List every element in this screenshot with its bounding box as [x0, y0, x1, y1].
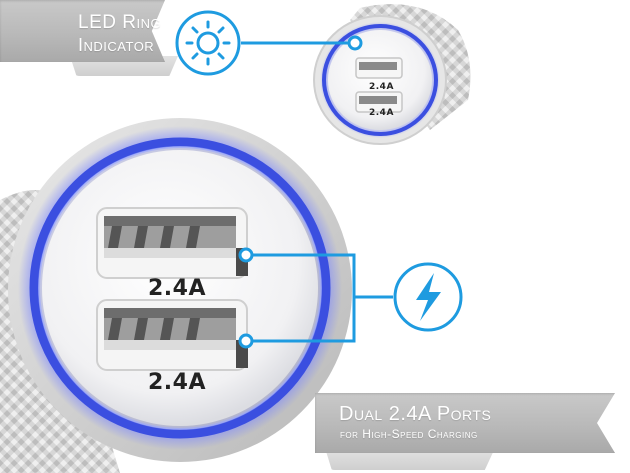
- small-led-ring: [322, 24, 438, 136]
- large-led-ring: [29, 137, 331, 439]
- small-charger: [313, 4, 471, 145]
- ports-ribbon-subtitle: for High-Speed Charging: [340, 427, 478, 441]
- small-port-2-rating: 2.4A: [369, 108, 394, 118]
- large-usb-port-2: [96, 299, 248, 371]
- sun-icon: [175, 10, 241, 76]
- callout-lines: [238, 35, 393, 349]
- ribbon-fold: [325, 448, 495, 470]
- ribbon-body: [0, 0, 165, 62]
- led-ring-ribbon: LED Ring Indicator: [0, 0, 180, 80]
- large-charger: [0, 118, 352, 473]
- led-ribbon-title: LED Ring: [78, 12, 162, 33]
- large-usb-port-1: [96, 207, 248, 279]
- dual-ports-ribbon: Dual 2.4A Ports for High-Speed Charging: [315, 393, 630, 473]
- ribbon-body: [315, 393, 615, 453]
- ports-ribbon-title: Dual 2.4A Ports: [339, 403, 492, 425]
- led-ribbon-subtitle: Indicator: [78, 35, 155, 55]
- large-port-2-rating: 2.4A: [148, 370, 206, 395]
- lightning-bolt-icon: [393, 262, 463, 332]
- large-port-1-rating: 2.4A: [148, 276, 206, 301]
- small-port-1-rating: 2.4A: [369, 82, 394, 92]
